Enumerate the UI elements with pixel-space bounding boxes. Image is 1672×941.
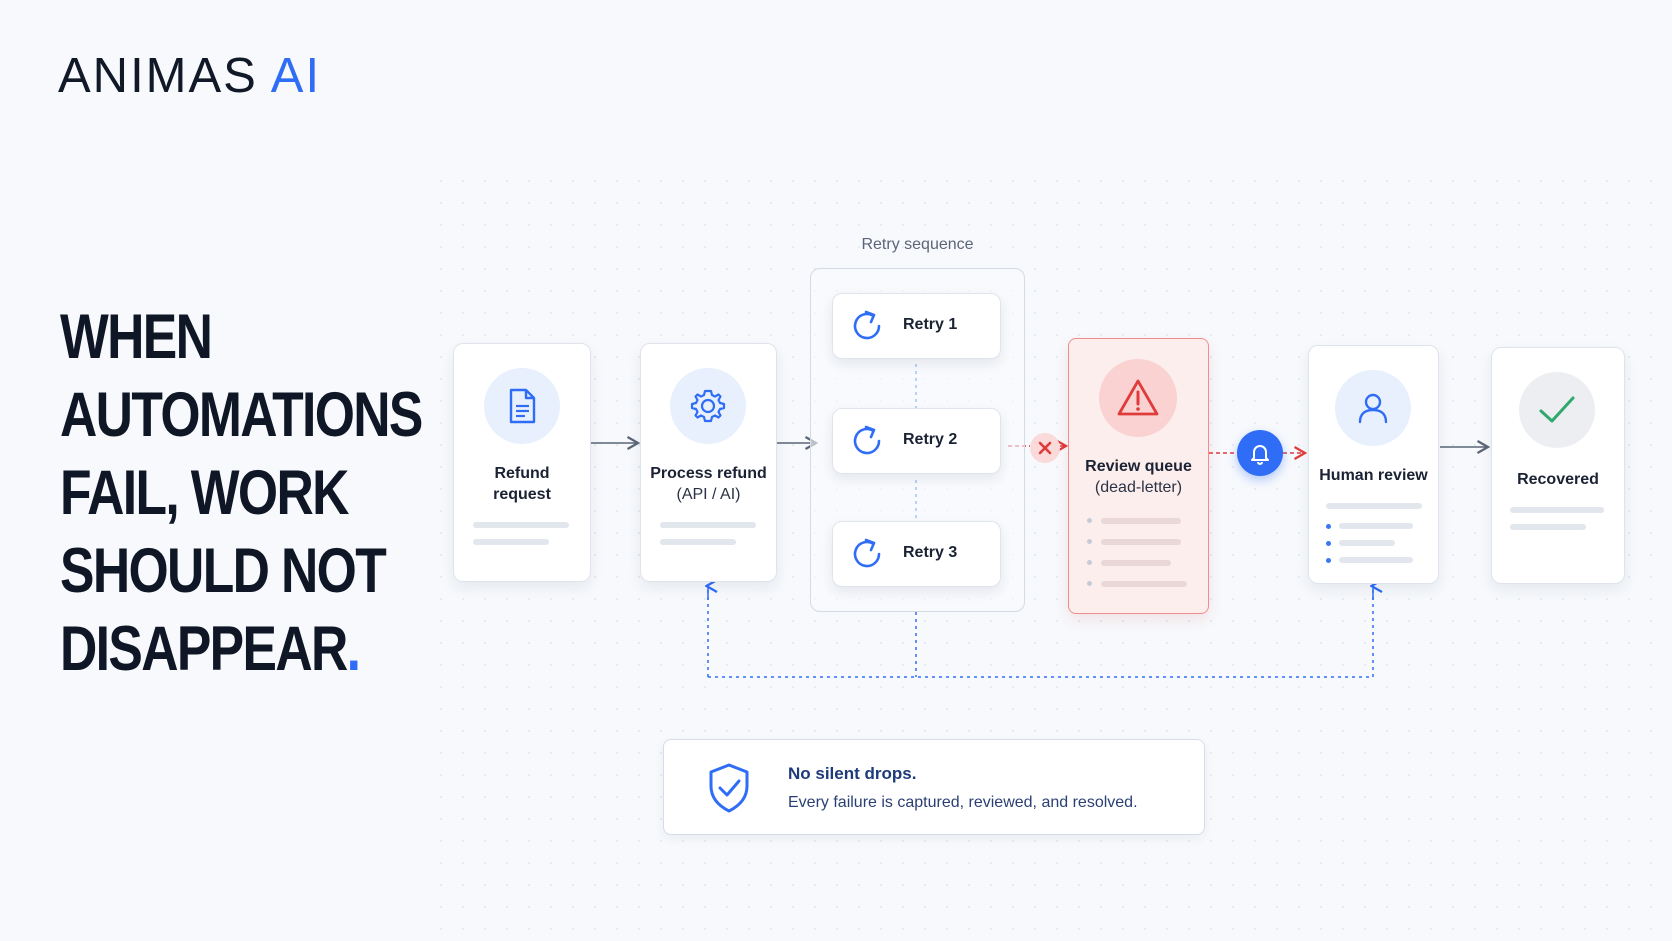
- placeholder-bar: [1510, 507, 1604, 513]
- placeholder-bar: [1101, 581, 1187, 587]
- headline-line-3: FAIL, WORK: [60, 458, 349, 528]
- placeholder-bar: [1339, 557, 1413, 563]
- document-icon: [484, 368, 560, 444]
- retry-sequence-label: Retry sequence: [861, 236, 974, 253]
- placeholder-bar: [473, 539, 549, 545]
- refund-request-card: Refund request: [453, 343, 591, 582]
- headline-line-2: AUTOMATIONS: [60, 380, 423, 450]
- shield-check-icon: [706, 762, 752, 819]
- refund-request-title-2: request: [493, 486, 551, 503]
- retry-card-1: Retry 1: [832, 293, 1001, 359]
- no-silent-drops-note: No silent drops. Every failure is captur…: [663, 739, 1205, 835]
- headline-line-5: DISAPPEAR.: [60, 610, 372, 688]
- list-bullet: [1087, 518, 1092, 523]
- headline: WHEN AUTOMATIONS FAIL, WORK SHOULD NOT D…: [60, 298, 423, 688]
- brand-logo: ANIMAS AI: [58, 48, 321, 104]
- retry-card-2: Retry 2: [832, 408, 1001, 474]
- placeholder-bar: [1339, 540, 1395, 546]
- placeholder-bar: [660, 522, 756, 528]
- warning-icon: [1099, 359, 1177, 437]
- refresh-icon: [849, 536, 885, 577]
- retry-2-label: Retry 2: [903, 431, 958, 448]
- retry-3-label: Retry 3: [903, 544, 958, 561]
- placeholder-bar: [660, 539, 736, 545]
- review-queue-title: Review queue: [1085, 458, 1192, 475]
- list-bullet: [1326, 524, 1331, 529]
- placeholder-bar: [1101, 560, 1171, 566]
- human-review-card: Human review: [1308, 345, 1439, 584]
- retry-1-label: Retry 1: [903, 316, 958, 333]
- process-refund-card: Process refund (API / AI): [640, 343, 777, 582]
- headline-end-mark: .: [346, 614, 361, 684]
- refund-request-title-1: Refund: [494, 465, 550, 482]
- list-bullet: [1087, 539, 1092, 544]
- failure-x-icon: [1030, 433, 1060, 463]
- process-refund-subtitle: (API / AI): [676, 486, 741, 503]
- placeholder-bar: [1326, 503, 1422, 509]
- brand-name: ANIMAS: [58, 49, 258, 103]
- review-queue-card: Review queue (dead-letter): [1068, 338, 1209, 614]
- retry-card-3: Retry 3: [832, 521, 1001, 587]
- check-icon: [1519, 372, 1595, 448]
- placeholder-bar: [1101, 518, 1181, 524]
- placeholder-bar: [473, 522, 569, 528]
- note-title: No silent drops.: [788, 764, 917, 783]
- headline-line-5-text: DISAPPEAR: [60, 614, 348, 684]
- headline-line-1: WHEN: [60, 302, 213, 372]
- placeholder-bar: [1510, 524, 1586, 530]
- process-refund-title: Process refund: [650, 465, 767, 482]
- recovered-card: Recovered: [1491, 347, 1625, 584]
- brand-accent: AI: [270, 49, 322, 103]
- human-review-title: Human review: [1319, 467, 1428, 484]
- headline-line-4: SHOULD NOT: [60, 536, 387, 606]
- user-icon: [1335, 370, 1411, 446]
- recovered-title: Recovered: [1517, 471, 1599, 488]
- placeholder-bar: [1101, 539, 1181, 545]
- loop-back-path: [707, 588, 1374, 678]
- placeholder-bar: [1339, 523, 1413, 529]
- note-text: Every failure is captured, reviewed, and…: [788, 794, 1138, 811]
- list-bullet: [1326, 558, 1331, 563]
- refresh-icon: [849, 423, 885, 464]
- refresh-icon: [849, 308, 885, 349]
- list-bullet: [1087, 560, 1092, 565]
- list-bullet: [1326, 541, 1331, 546]
- review-queue-subtitle: (dead-letter): [1094, 479, 1183, 496]
- list-bullet: [1087, 581, 1092, 586]
- gear-icon: [670, 368, 746, 444]
- bell-icon: [1237, 430, 1283, 476]
